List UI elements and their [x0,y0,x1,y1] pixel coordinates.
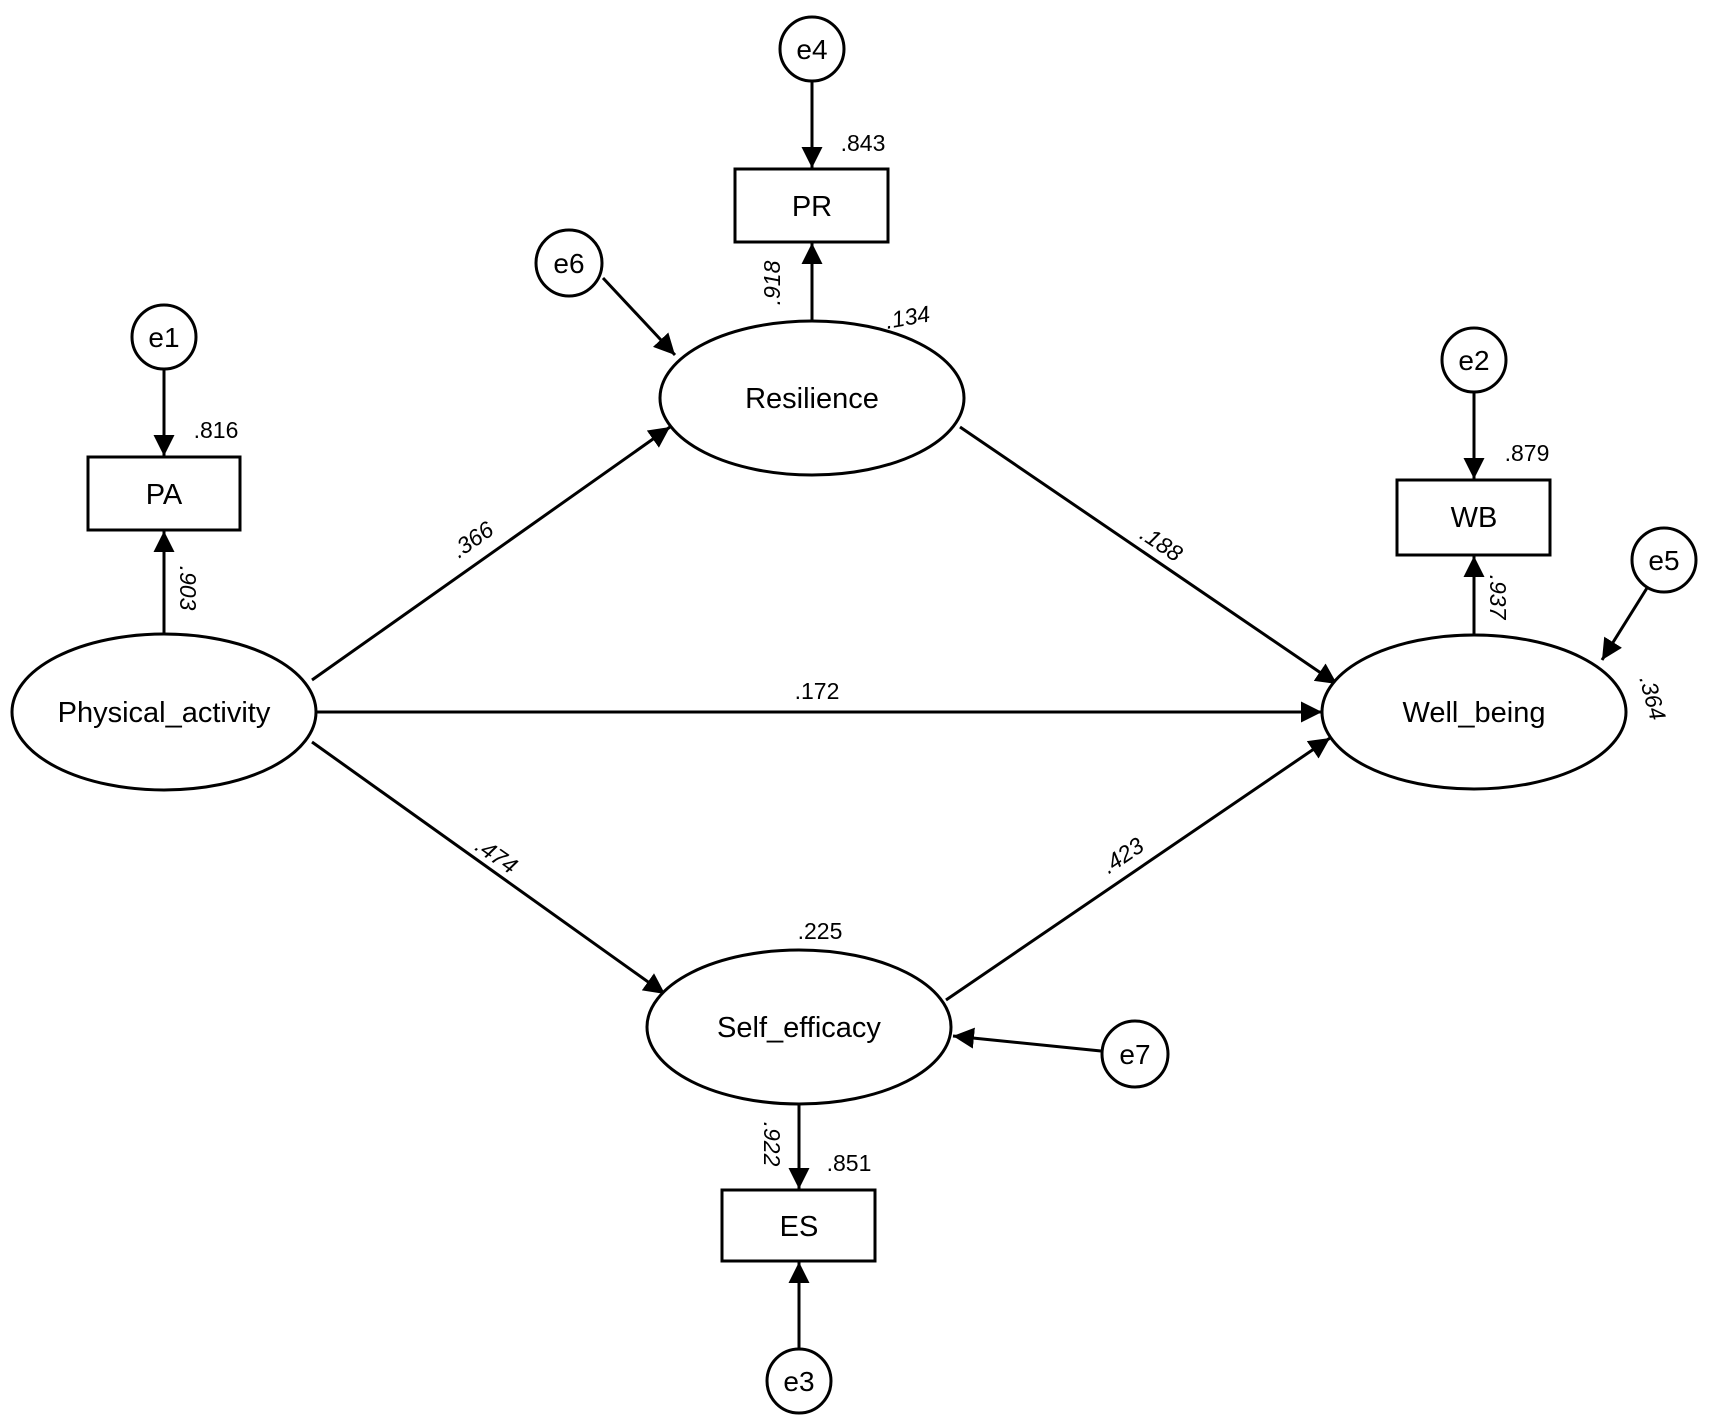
error-e3[interactable]: e3 [765,1347,833,1415]
error-e6-label: e6 [553,248,584,279]
path-pa-to-resilience [311,425,671,682]
latent-physical-activity[interactable]: Physical_activity [10,632,318,792]
r2-pr: .843 [841,130,886,156]
error-path-e5 [1600,587,1649,661]
latent-well-being-label: Well_being [1403,697,1546,729]
latent-self-efficacy[interactable]: Self_efficacy [645,948,953,1106]
error-e4[interactable]: e4 [778,15,846,83]
observed-pr-label: PR [792,191,832,223]
observed-pr[interactable]: PR [733,167,890,244]
r2-es: .851 [827,1150,872,1176]
error-e1-label: e1 [148,322,179,353]
observed-wb[interactable]: WB [1395,478,1552,557]
r2-pa: .816 [194,417,239,443]
coef-self-efficacy-to-well-being: .423 [1097,832,1149,879]
error-e3-label: e3 [783,1366,814,1397]
coef-pa-to-resilience: .366 [447,516,499,563]
error-e6[interactable]: e6 [534,228,604,298]
observed-pa-label: PA [146,479,183,511]
observed-wb-label: WB [1451,502,1498,534]
observed-es-label: ES [780,1211,819,1243]
r2-resilience: .134 [883,300,932,333]
latent-well-being[interactable]: Well_being [1320,633,1628,791]
coef-resilience-to-well-being: .188 [1136,520,1188,567]
error-e5-label: e5 [1648,545,1679,576]
latent-physical-activity-label: Physical_activity [58,697,271,729]
error-e4-label: e4 [796,34,827,65]
r2-wb: .879 [1505,440,1550,466]
error-e2[interactable]: e2 [1440,326,1508,394]
error-e5[interactable]: e5 [1630,526,1698,594]
error-e1[interactable]: e1 [130,303,198,371]
error-path-e6 [601,276,677,357]
r2-well-being: .364 [1634,673,1671,723]
loading-es-value: .922 [759,1122,785,1167]
observed-pa[interactable]: PA [86,455,242,532]
loading-pr-value: .918 [759,260,785,305]
loading-wb-value: .937 [1485,575,1511,621]
observed-es[interactable]: ES [720,1188,877,1263]
loading-pa-value: .903 [175,566,201,611]
coef-pa-to-well-being: .172 [795,678,840,704]
error-e7-label: e7 [1119,1039,1150,1070]
path-resilience-to-well-being [959,425,1338,686]
r2-self-efficacy: .225 [798,918,843,944]
path-pa-to-self-efficacy [311,740,666,996]
path-self-efficacy-to-well-being [945,736,1331,1002]
error-e2-label: e2 [1458,345,1489,376]
latent-resilience-label: Resilience [745,383,879,415]
latent-resilience[interactable]: Resilience [658,319,966,477]
error-path-e7 [952,1027,1102,1053]
error-e7[interactable]: e7 [1100,1019,1170,1089]
latent-self-efficacy-label: Self_efficacy [717,1012,881,1044]
coef-pa-to-self-efficacy: .474 [471,832,523,879]
